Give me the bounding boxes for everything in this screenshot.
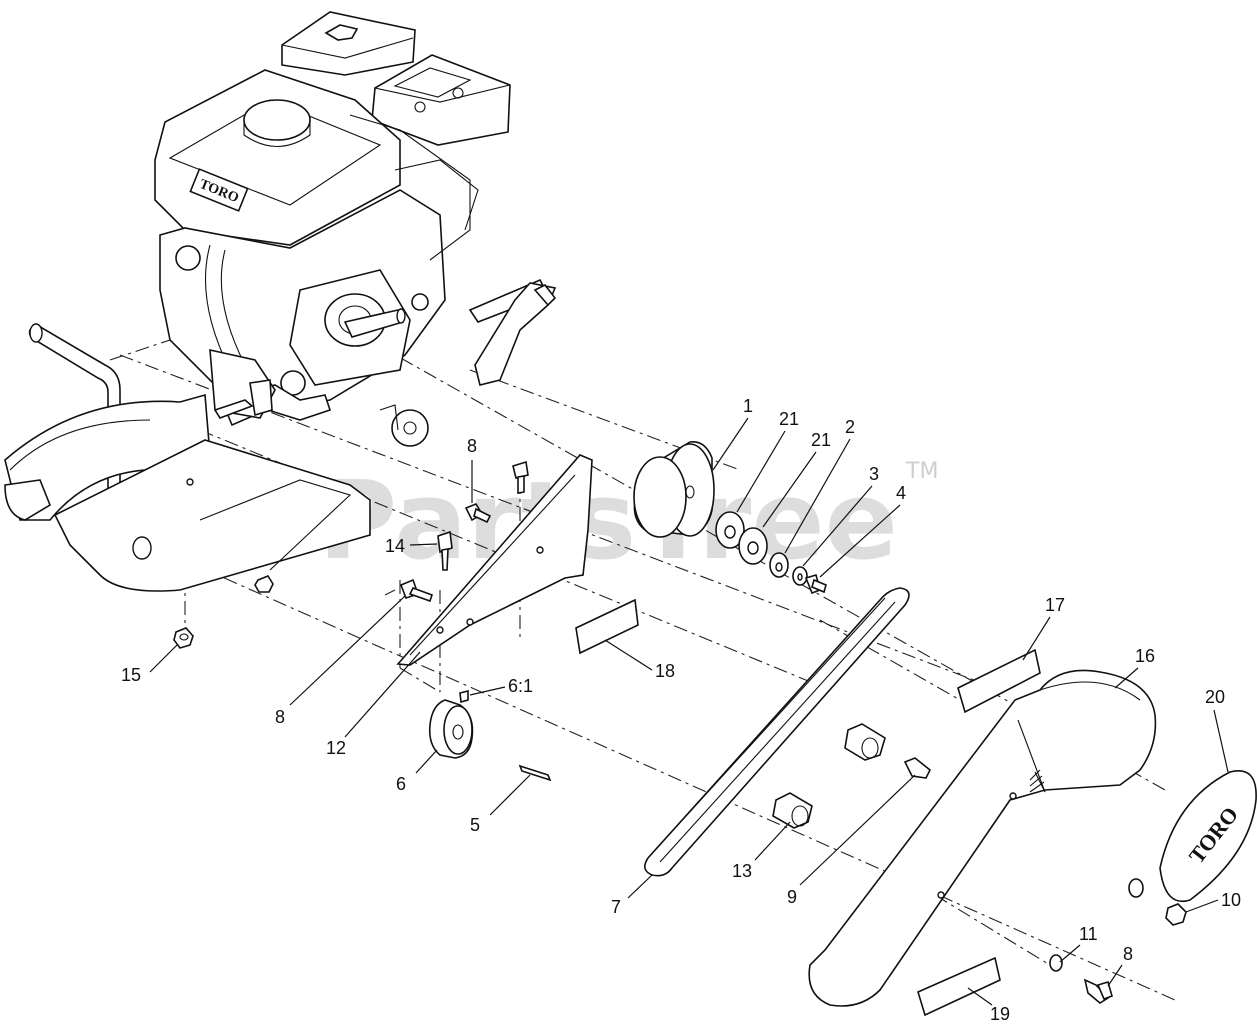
callout-8-mid: 8 (275, 707, 285, 727)
callout-6-1: 6:1 (508, 676, 533, 696)
driven-pulley (428, 689, 552, 782)
guard-cover-20: TORO (1159, 770, 1257, 903)
callout-13: 13 (732, 861, 752, 881)
spacers (772, 723, 932, 829)
callout-7: 7 (611, 897, 621, 917)
drive-belt (644, 587, 910, 877)
guard-fasteners (1049, 878, 1187, 1004)
decal-18 (575, 598, 639, 655)
callout-4: 4 (896, 483, 906, 503)
fastener-bolts (173, 460, 529, 649)
callouts: 1 21 21 2 3 4 8 14 8 12 15 18 6:1 6 5 17 (121, 396, 1241, 1024)
frame-assembly (4, 278, 557, 592)
callout-17: 17 (1045, 595, 1065, 615)
callout-21a: 21 (779, 409, 799, 429)
callout-21b: 21 (811, 430, 831, 450)
callout-16: 16 (1135, 646, 1155, 666)
drive-pulley-stack (633, 441, 827, 595)
callout-6: 6 (396, 774, 406, 794)
callout-20: 20 (1205, 687, 1225, 707)
callout-5: 5 (470, 815, 480, 835)
watermark-trademark: TM (905, 459, 938, 484)
decal-17 (957, 648, 1041, 714)
callout-19: 19 (990, 1004, 1010, 1024)
callout-3: 3 (869, 464, 879, 484)
callout-8-top: 8 (467, 436, 477, 456)
callout-9: 9 (787, 887, 797, 907)
decal-19 (917, 956, 1001, 1017)
engine-assembly: TORO (154, 11, 511, 427)
callout-11: 11 (1079, 924, 1098, 944)
callout-18: 18 (655, 661, 675, 681)
mounting-bracket-12 (396, 454, 593, 666)
callout-8-bottom: 8 (1123, 944, 1133, 964)
belt-guard-16 (808, 669, 1157, 1007)
callout-2: 2 (845, 417, 855, 437)
callout-1: 1 (743, 396, 753, 416)
callout-15: 15 (121, 665, 141, 685)
callout-12: 12 (326, 738, 346, 758)
watermark-text: PartsTree (318, 459, 898, 584)
callout-14: 14 (385, 536, 405, 556)
callout-10: 10 (1221, 890, 1241, 910)
